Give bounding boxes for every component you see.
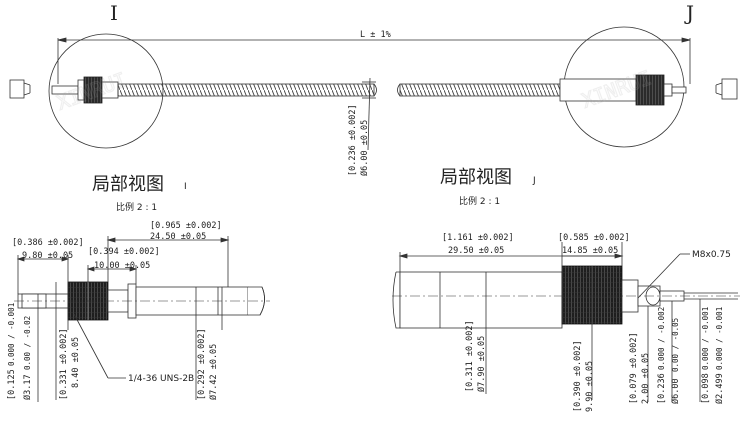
left-a-inch: [0.386 ±0.002] [12, 238, 84, 248]
left-dust-cap [9, 79, 31, 99]
right-total-inch: [1.161 ±0.002] [442, 233, 514, 243]
right-v3-inch: [0.079 ±0.002] [629, 332, 639, 404]
cable-diameter-mm: Ø6.00 ±0.05 [359, 120, 370, 176]
right-v4-inch: [0.236 [657, 373, 667, 404]
right-v2-inch: [0.390 ±0.002] [573, 340, 583, 412]
left-armored-cable [117, 83, 375, 97]
right-v1-inch: [0.311 ±0.002] [465, 320, 475, 392]
right-v2-mm: 9.90 ±0.05 [585, 361, 595, 412]
right-v5-tol-inch: 0.000 / -0.001 [701, 307, 710, 370]
right-dust-cap [715, 78, 738, 100]
left-b-mm: 10.00 ±0.05 [94, 261, 150, 271]
length-tolerance-label: L ± 1% [360, 30, 391, 40]
left-b-inch: [0.394 ±0.002] [88, 247, 160, 257]
left-detail-view [14, 236, 270, 402]
overview-view [9, 26, 738, 151]
right-detail-dimensions: [1.161 ±0.002] 29.50 ±0.05 [0.585 ±0.002… [442, 233, 731, 412]
left-connector [51, 76, 119, 104]
detail-letter-j: J [684, 1, 694, 25]
cable-diameter-inch: [0.236 ±0.002] [348, 104, 358, 176]
right-view-scale: 比例 2 : 1 [459, 195, 500, 207]
left-v1-tol-mm: 0.00 / -0.02 [23, 316, 32, 370]
left-v1-mm: Ø3.17 [22, 374, 33, 400]
right-nut-mm: 14.85 ±0.05 [562, 246, 618, 256]
right-v4-mm: Ø6.00 [670, 378, 681, 404]
right-armored-cable [399, 83, 561, 97]
left-v2-inch: [0.331 ±0.002] [59, 328, 69, 400]
left-total-mm: 24.50 ±0.05 [150, 232, 206, 242]
left-view-suffix: I [184, 182, 187, 192]
right-v5-inch: [0.098 [701, 373, 711, 404]
right-nut-inch: [0.585 ±0.002] [558, 233, 630, 243]
right-v1-mm: Ø7.90 ±0.05 [476, 336, 487, 392]
right-v4-tol-mm: 0.00 / -0.05 [671, 318, 680, 372]
left-v3-inch: [0.292 ±0.002] [197, 328, 207, 400]
right-v4-tol-inch: 0.000 / -0.002 [657, 307, 666, 370]
left-v2-mm: 8.40 ±0.05 [71, 337, 81, 388]
detail-letter-i: I [110, 1, 118, 25]
right-thread-note: M8x0.75 [692, 250, 731, 260]
svg-text:XINRUI: XINRUI [579, 65, 655, 112]
right-detail-view [392, 242, 740, 402]
right-view-title: 局部视图 [440, 167, 512, 188]
left-view-title: 局部视图 [92, 174, 164, 195]
right-v5-mm: Ø2.499 [714, 373, 725, 404]
right-v5-tol-mm: 0.000 / -0.001 [715, 307, 724, 370]
svg-text:XINRUI: XINRUI [54, 67, 130, 114]
left-detail-dimensions: [0.965 ±0.002] 24.50 ±0.05 [0.386 ±0.002… [7, 221, 222, 400]
right-view-suffix: J [532, 176, 536, 186]
left-view-scale: 比例 2 : 1 [116, 201, 157, 213]
right-v3-mm: 2.00 ±0.05 [641, 353, 651, 404]
left-v3-mm: Ø7.42 ±0.05 [208, 344, 219, 400]
right-total-mm: 29.50 ±0.05 [448, 246, 504, 256]
left-v1-inch: [0.125 [7, 369, 17, 400]
right-connector [559, 74, 687, 106]
left-v1-tol-inch: 0.000 / -0.001 [7, 303, 16, 366]
left-a-mm: 9.80 ±0.05 [22, 251, 73, 261]
left-thread-note: 1/4-36 UNS-2B [128, 374, 194, 384]
left-total-inch: [0.965 ±0.002] [150, 221, 222, 231]
